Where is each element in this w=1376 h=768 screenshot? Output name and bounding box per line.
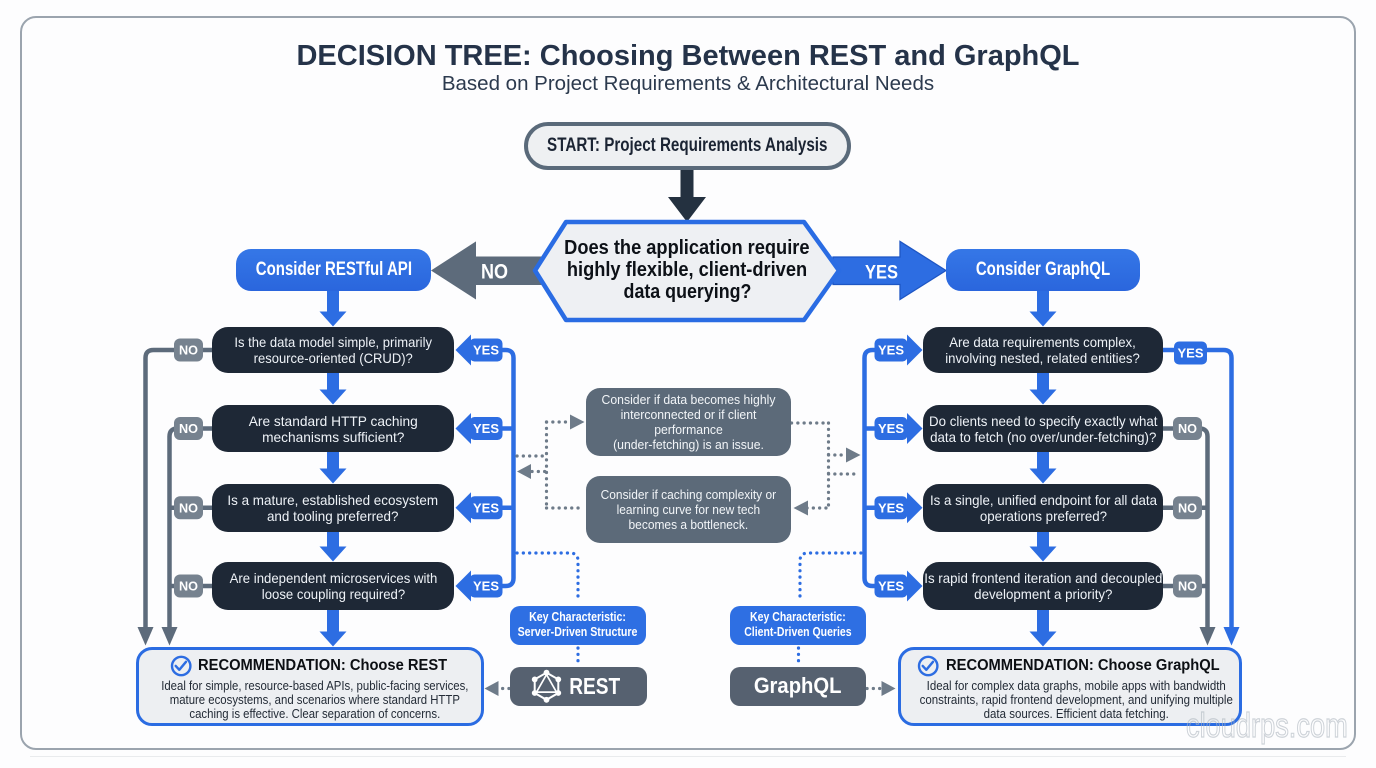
svg-text:YES: YES [878,500,904,515]
svg-text:YES: YES [878,421,904,436]
svg-text:YES: YES [878,579,904,594]
svg-text:YES: YES [1178,346,1204,361]
svg-text:YES: YES [865,261,898,283]
svg-text:YES: YES [878,343,904,358]
svg-text:NO: NO [179,343,198,358]
svg-text:NO: NO [1178,421,1197,436]
svg-text:YES: YES [473,500,499,515]
svg-text:NO: NO [1178,500,1197,515]
svg-text:NO: NO [481,261,508,284]
svg-text:NO: NO [179,500,198,515]
svg-text:YES: YES [473,579,499,594]
svg-text:NO: NO [179,579,198,594]
svg-text:YES: YES [473,421,499,436]
svg-text:NO: NO [1178,579,1197,594]
svg-text:NO: NO [179,421,198,436]
svg-text:YES: YES [473,343,499,358]
